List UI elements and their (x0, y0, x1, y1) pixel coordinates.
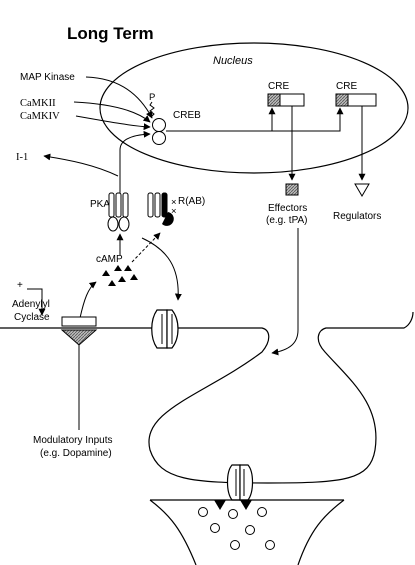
creb-subunit-bottom (153, 132, 166, 145)
regulatory-subunit-icon: × × (148, 193, 177, 226)
creb-subunit-top (153, 119, 166, 132)
map-kinase-label: MAP Kinase (20, 72, 75, 83)
cre-gene-1 (280, 94, 304, 106)
diagram-title: Long Term (67, 24, 154, 43)
map-kinase-arrow (86, 77, 152, 118)
ion-channel-upper-icon (152, 310, 178, 348)
camp-label: cAMP (96, 254, 123, 265)
pka-to-i1-arrow (44, 156, 118, 176)
pka-catalytic-subunit-icon (108, 193, 129, 231)
camkii-arrow (74, 102, 150, 122)
effectors-example-label: (e.g. tPA) (266, 215, 308, 226)
regulators-triangle-icon (355, 184, 369, 196)
effectors-label: Effectors (268, 203, 307, 214)
plus-sign: + (17, 280, 23, 291)
phosphate-label: P (149, 92, 155, 103)
cyclase-to-camp-arrow (80, 282, 96, 318)
rab-label: R(AB) (178, 196, 205, 207)
cre-label-2: CRE (336, 81, 357, 92)
synaptic-vesicles (199, 508, 275, 550)
receptor-icon (62, 330, 96, 345)
regulators-label: Regulators (333, 211, 381, 222)
adenylyl-cyclase-enzyme (62, 317, 96, 326)
pka-label: PKA (90, 199, 110, 210)
i1-label: I-1 (16, 152, 28, 163)
active-zone-markers (214, 500, 252, 510)
x-mark-2: × (171, 206, 177, 217)
phosphate-squiggle (150, 102, 154, 116)
cre-label-1: CRE (268, 81, 289, 92)
effectors-icon (286, 184, 298, 195)
camkiv-label: CaMKIV (20, 111, 60, 122)
camp-to-rab-dashed-arrow (132, 233, 160, 262)
ion-channel-lower-icon (228, 465, 253, 500)
camkii-label: CaMKII (20, 98, 56, 109)
cre-element-2 (336, 94, 348, 106)
modulatory-example-label: (e.g. Dopamine) (40, 448, 112, 459)
pka-to-channel-arrow (142, 238, 178, 300)
cre-gene-2 (348, 94, 376, 106)
creb-to-cre2-line (272, 108, 340, 131)
adenylyl-label: Adenylyl (12, 299, 50, 310)
camkiv-arrow (76, 116, 150, 127)
cyclase-label: Cyclase (14, 312, 50, 323)
effectors-to-synapse-arrow (272, 228, 298, 353)
modulatory-inputs-label: Modulatory Inputs (33, 435, 113, 446)
creb-label: CREB (173, 110, 201, 121)
camp-molecules-icon (102, 265, 138, 286)
nucleus-label: Nucleus (213, 55, 253, 67)
cre-element-1 (268, 94, 280, 106)
